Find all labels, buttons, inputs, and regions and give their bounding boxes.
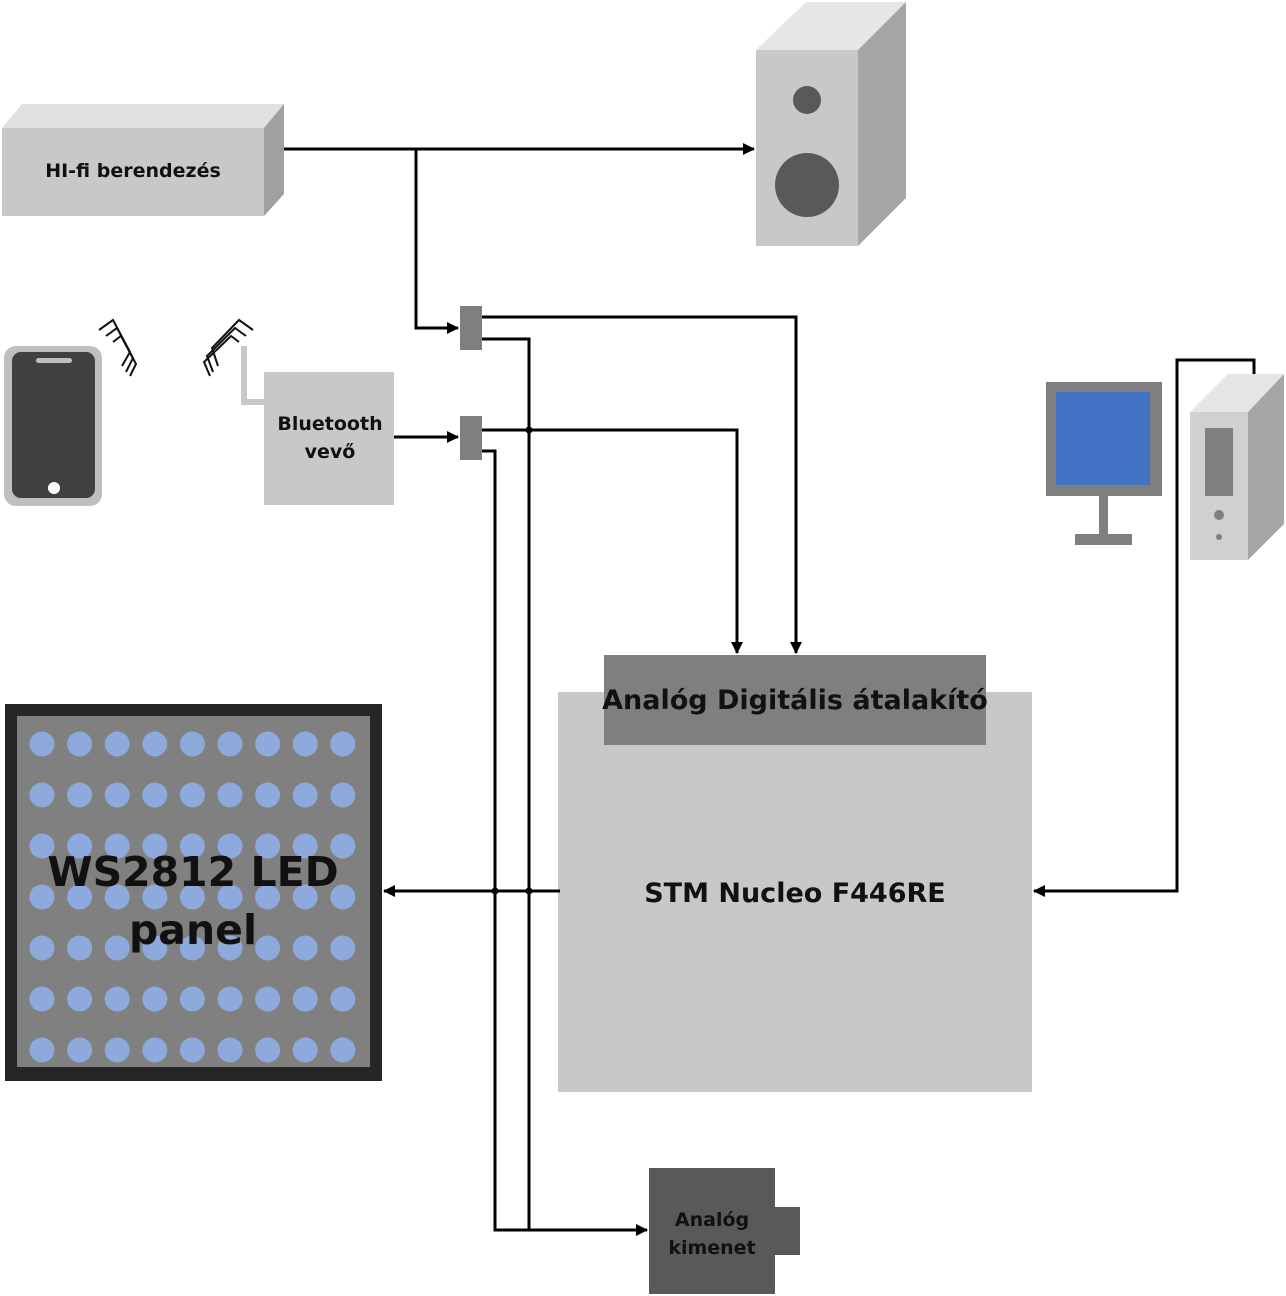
led-dot	[217, 986, 243, 1012]
wire-hifi-to-splitter	[414, 149, 459, 334]
mcu-label: STM Nucleo F446RE	[644, 878, 946, 909]
led-dot	[104, 782, 130, 808]
led-dot	[29, 884, 55, 910]
led-dot	[255, 1037, 281, 1063]
analog-output-label-line2: kimenet	[668, 1237, 755, 1259]
led-dot	[330, 1037, 356, 1063]
led-dot	[330, 884, 356, 910]
stm-nucleo-board: STM Nucleo F446RE	[558, 692, 1032, 1092]
led-dot	[330, 833, 356, 859]
led-dot	[67, 986, 93, 1012]
led-dot	[292, 1037, 318, 1063]
led-panel-label-line1: WS2812 LED	[47, 848, 338, 896]
led-panel-label-line2: panel	[129, 906, 257, 954]
led-dot	[255, 782, 281, 808]
led-dot	[142, 1037, 168, 1063]
hifi-label: HI-fi berendezés	[45, 160, 221, 182]
led-dot	[142, 935, 168, 961]
led-dot	[217, 833, 243, 859]
pc-tower-icon	[1190, 374, 1284, 560]
led-dot	[292, 731, 318, 757]
led-dot	[142, 731, 168, 757]
analog-output-label-line1: Analóg	[675, 1209, 749, 1231]
led-dot	[292, 782, 318, 808]
led-dot	[29, 935, 55, 961]
led-dot	[179, 884, 205, 910]
bluetooth-label-line1: Bluetooth	[277, 413, 382, 435]
adc-label: Analóg Digitális átalakító	[602, 685, 988, 716]
led-dot	[67, 935, 93, 961]
led-dot	[292, 935, 318, 961]
led-dot	[67, 884, 93, 910]
led-dot	[292, 986, 318, 1012]
led-dot	[255, 884, 281, 910]
led-dot	[67, 782, 93, 808]
led-dot	[29, 731, 55, 757]
hifi-device: HI-fi berendezés	[2, 104, 284, 216]
led-dot	[142, 833, 168, 859]
led-dot	[255, 731, 281, 757]
led-dot	[104, 986, 130, 1012]
led-dot	[217, 731, 243, 757]
led-dot	[179, 986, 205, 1012]
bluetooth-label-line2: vevő	[305, 441, 356, 463]
smartphone-icon	[4, 346, 102, 506]
analog-output-device: Analóg kimenet	[649, 1168, 800, 1294]
led-dot	[29, 986, 55, 1012]
led-dot	[104, 884, 130, 910]
led-dot	[142, 986, 168, 1012]
wire-splitter2-to-adc	[482, 428, 743, 654]
led-dot	[179, 1037, 205, 1063]
led-dot	[292, 833, 318, 859]
led-dot	[142, 782, 168, 808]
led-dot	[255, 935, 281, 961]
led-dot	[330, 731, 356, 757]
led-dot	[142, 884, 168, 910]
junction-dot	[525, 887, 533, 895]
led-dot	[330, 782, 356, 808]
led-dot	[104, 833, 130, 859]
monitor-icon	[1046, 382, 1162, 545]
led-dot	[104, 731, 130, 757]
junction-dot	[491, 887, 499, 895]
wire-pc-to-mcu	[1033, 358, 1256, 897]
splitter-connector-hifi	[460, 306, 482, 350]
led-dot	[179, 935, 205, 961]
wiring	[284, 143, 1256, 1236]
wire-splitter1-down	[482, 337, 531, 1230]
led-dot	[217, 782, 243, 808]
wire-splitter2-to-analog-output	[482, 449, 648, 1236]
led-dot	[292, 884, 318, 910]
led-panel: WS2812 LED panel	[5, 704, 382, 1081]
speaker-icon	[756, 2, 906, 246]
wireless-signal-icon	[98, 318, 254, 377]
led-dot	[179, 731, 205, 757]
led-dot	[67, 731, 93, 757]
led-dot	[29, 782, 55, 808]
bluetooth-receiver: Bluetooth vevő	[241, 346, 394, 505]
led-dot	[179, 833, 205, 859]
led-dot	[104, 1037, 130, 1063]
led-dot	[330, 935, 356, 961]
led-dot	[330, 986, 356, 1012]
led-dot	[255, 833, 281, 859]
led-dot	[179, 782, 205, 808]
led-dot	[29, 833, 55, 859]
led-dot	[29, 1037, 55, 1063]
led-dot	[255, 986, 281, 1012]
junction-dot	[525, 426, 533, 434]
led-dot	[217, 1037, 243, 1063]
adc-block: Analóg Digitális átalakító	[602, 655, 988, 745]
led-dot	[104, 935, 130, 961]
led-dot	[67, 833, 93, 859]
led-grid	[29, 731, 356, 1063]
led-dot	[217, 884, 243, 910]
splitter-connector-bluetooth	[460, 416, 482, 460]
wire-splitter1-to-adc	[482, 315, 802, 654]
led-dot	[217, 935, 243, 961]
led-dot	[67, 1037, 93, 1063]
